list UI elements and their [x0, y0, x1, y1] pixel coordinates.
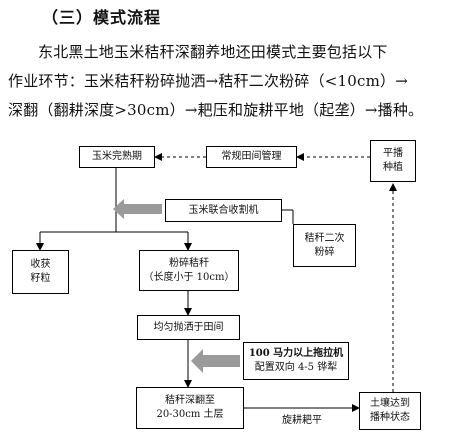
box-corn-maturity-label: 玉米完熟期	[92, 151, 142, 162]
box-corn-maturity: 玉米完熟期	[79, 146, 155, 168]
box-soil-ready: 土壤达到 播种状态	[359, 392, 421, 430]
box-tractor-line1: 100 马力以上拖拉机	[248, 348, 344, 359]
box-harvest-grain-line2: 籽粒	[30, 273, 51, 284]
box-field-management-label: 常规田间管理	[221, 151, 282, 162]
harrow-label: 旋耕耙平	[282, 415, 322, 426]
box-sowing: 平播 种植	[370, 140, 416, 182]
box-soil-ready-line2: 播种状态	[370, 412, 410, 423]
box-crushed-straw: 粉碎秸秆 （长度小于 10cm）	[139, 250, 239, 291]
paragraph-line-1: 东北黑土地玉米秸秆深翻养地还田模式主要包括以下	[38, 43, 388, 61]
paragraph-line-3: 深翻（翻耕深度>30cm）→耙压和旋耕平地（起垄）→播种。	[8, 101, 424, 119]
box-harvester-label: 玉米联合收割机	[188, 204, 259, 216]
box-crushed-straw-line2: （长度小于 10cm）	[143, 271, 235, 283]
box-tractor: 100 马力以上拖拉机 配置双向 4-5 铧犁	[243, 342, 349, 380]
box-deep-plow-line2: 20-30cm 土层	[156, 409, 224, 420]
box-harvest-grain-line1: 收获	[30, 259, 51, 270]
box-deep-plow: 秸秆深翻至 20-30cm 土层	[136, 387, 244, 429]
box-harvest-grain: 收获 籽粒	[12, 250, 69, 294]
box-spread: 均匀抛洒于田间	[137, 315, 240, 340]
box-tractor-line2: 配置双向 4-5 铧犁	[254, 362, 338, 373]
gray-block-arrow-1	[113, 199, 162, 219]
box-soil-ready-line1: 土壤达到	[370, 398, 410, 409]
box-deep-plow-line1: 秸秆深翻至	[165, 395, 215, 406]
box-sowing-line1: 平播	[383, 148, 403, 159]
box-field-management: 常规田间管理	[206, 146, 297, 168]
section-heading: （三）模式流程	[42, 8, 162, 27]
description-paragraph: 东北黑土地玉米秸秆深翻养地还田模式主要包括以下 作业环节：玉米秸秆粉碎抛洒→秸秆…	[8, 38, 446, 125]
box-secondary-crush-line2: 粉碎	[314, 246, 335, 258]
paragraph-line-2: 作业环节：玉米秸秆粉碎抛洒→秸秆二次粉碎（<10cm）→	[8, 72, 409, 90]
box-secondary-crush-line1: 秸秆二次	[304, 232, 345, 244]
box-harvester: 玉米联合收割机	[165, 199, 282, 222]
box-sowing-line2: 种植	[383, 162, 403, 173]
gray-block-arrow-2	[191, 349, 240, 373]
box-crushed-straw-line1: 粉碎秸秆	[169, 257, 209, 269]
box-secondary-crush: 秸秆二次 粉碎	[293, 224, 356, 267]
box-spread-label: 均匀抛洒于田间	[153, 321, 224, 333]
